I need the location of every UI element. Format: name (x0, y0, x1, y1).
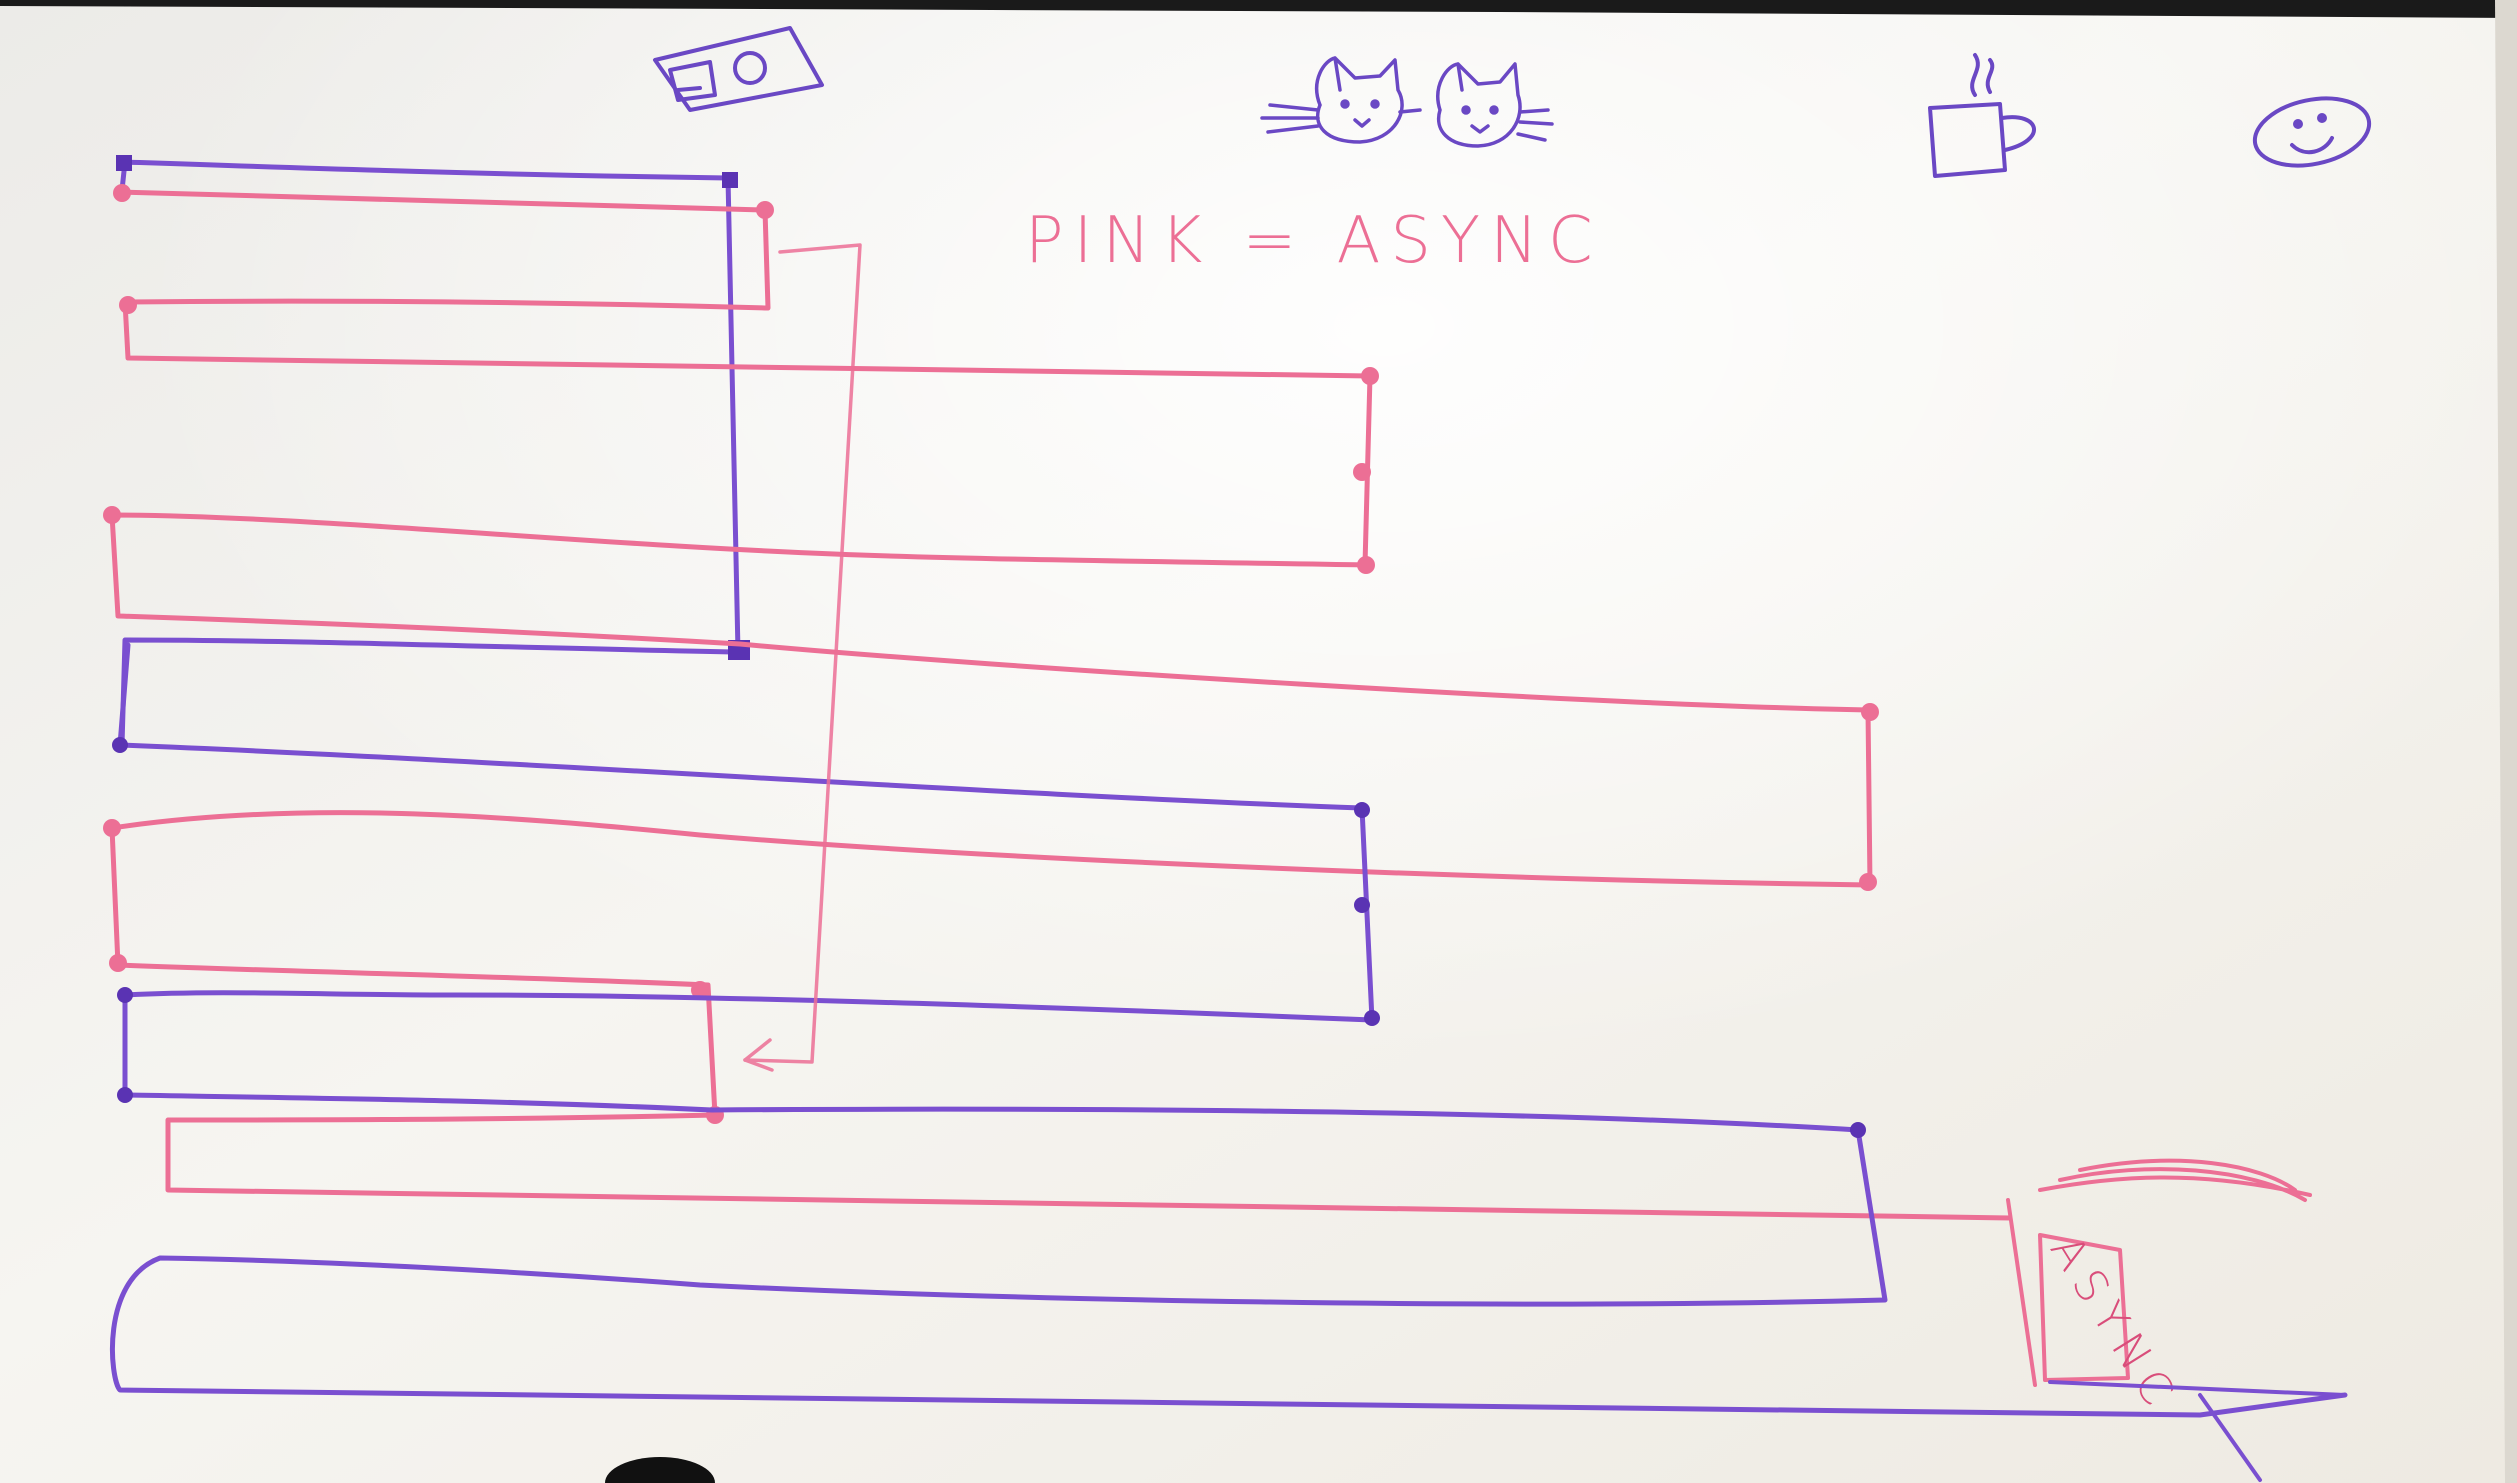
board-frame-right (2495, 0, 2517, 1483)
async-corner-sketch (2006, 1158, 2312, 1387)
board-frame-top (0, 0, 2517, 18)
cat-faces-icon (1260, 56, 1554, 148)
coffee-mug-icon (1928, 53, 2036, 178)
camera-icon (653, 26, 824, 112)
purple-bar-2 (109, 642, 2348, 1418)
pink-bar-1 (103, 184, 2013, 1221)
purple-tail-line (2048, 1380, 2347, 1482)
pink-arrow (743, 243, 862, 1072)
legend-label: PINK = ASYNC (1025, 204, 1603, 278)
dark-blob (605, 1457, 715, 1483)
smiley-icon (2252, 96, 2372, 168)
